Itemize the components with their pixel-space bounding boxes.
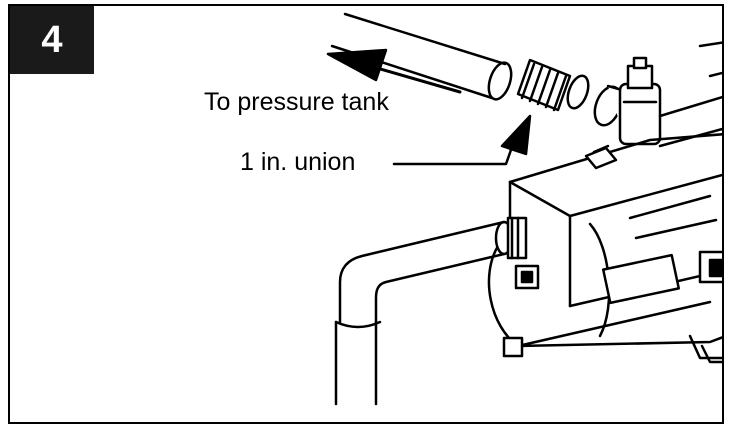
union-label: 1 in. union bbox=[240, 148, 356, 176]
step-number-badge: 4 bbox=[10, 6, 94, 74]
union-pointer bbox=[392, 114, 532, 166]
pump-body bbox=[487, 41, 722, 364]
valve-fitting bbox=[593, 56, 662, 146]
union-fitting bbox=[516, 58, 590, 112]
pressure-tank-arrow bbox=[326, 48, 462, 94]
pump-illustration bbox=[326, 12, 722, 406]
diagram-frame: 4 To pressure tank 1 in. union bbox=[8, 4, 724, 424]
pressure-tank-label: To pressure tank bbox=[204, 88, 389, 116]
suction-pipe bbox=[334, 216, 528, 406]
